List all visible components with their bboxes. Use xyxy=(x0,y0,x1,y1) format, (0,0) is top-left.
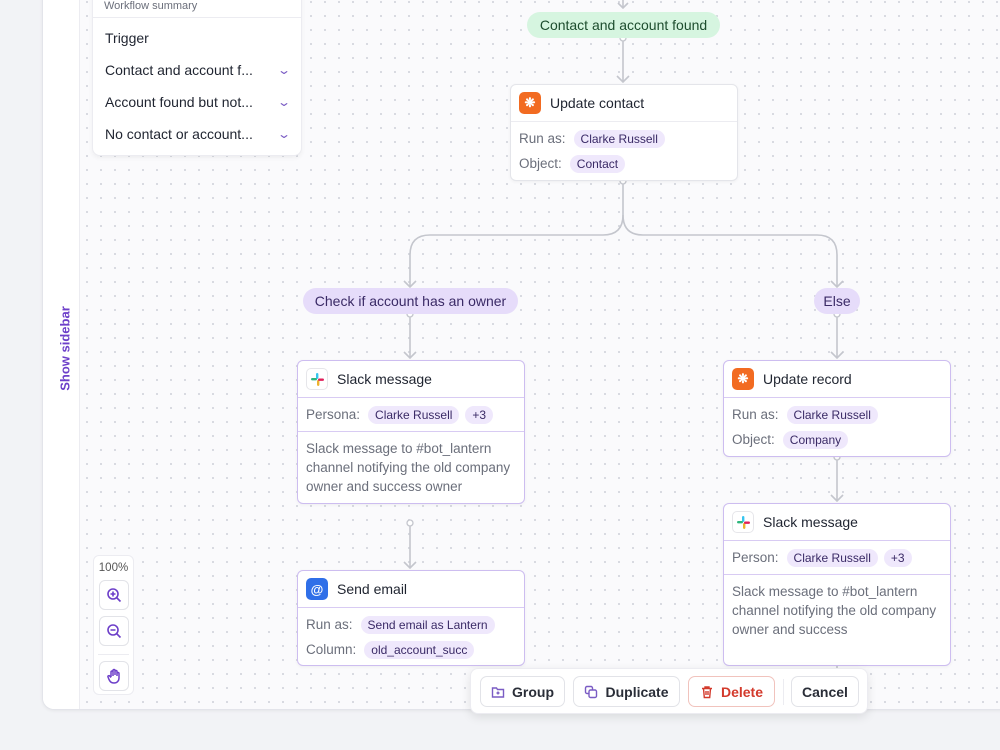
group-button[interactable]: Group xyxy=(480,676,565,707)
cancel-label: Cancel xyxy=(802,683,848,700)
folder-plus-icon xyxy=(491,686,505,698)
chevron-down-icon[interactable]: ⌄ xyxy=(276,127,292,141)
column-tag: old_account_succ xyxy=(364,640,475,659)
node-update-record[interactable]: ❋ Update record Run as: Clarke Russell Obj… xyxy=(723,360,951,457)
duplicate-icon xyxy=(585,685,598,698)
zoom-in-icon xyxy=(106,588,121,603)
run-as-tag: Send email as Lantern xyxy=(360,615,495,634)
arrow-icon xyxy=(403,561,417,570)
node-slack-message-right[interactable]: Slack message Person: Clarke Russell +3 Sl… xyxy=(723,503,951,666)
persona-label: Persona: xyxy=(306,407,361,422)
object-tag: Company xyxy=(782,430,849,449)
delete-label: Delete xyxy=(720,683,764,700)
hubspot-icon: ❋ xyxy=(519,92,541,114)
persona-tag: Clarke Russell xyxy=(368,405,460,424)
node-title: Send email xyxy=(337,581,408,597)
group-label: Group xyxy=(512,683,554,700)
divider xyxy=(783,679,784,705)
node-slack-message-left[interactable]: Slack message Persona: Clarke Russell +3 S… xyxy=(297,360,525,504)
hand-icon xyxy=(106,668,120,684)
chevron-down-icon[interactable]: ⌄ xyxy=(276,95,292,109)
summary-item-label: No contact or account... xyxy=(105,126,253,142)
run-as-label: Run as: xyxy=(732,407,779,422)
object-tag: Contact xyxy=(569,154,626,173)
duplicate-button[interactable]: Duplicate xyxy=(573,676,680,707)
summary-item-no-contact[interactable]: No contact or account... ⌄ xyxy=(93,118,301,150)
zoom-controls: 100% xyxy=(93,555,134,695)
trash-icon xyxy=(701,685,712,698)
summary-item-label: Account found but not... xyxy=(105,94,253,110)
summary-item-account-found[interactable]: Account found but not... ⌄ xyxy=(93,86,301,118)
arrow-icon xyxy=(830,494,844,503)
node-title: Update record xyxy=(763,371,852,387)
branch-else[interactable]: Else xyxy=(814,288,860,314)
person-label: Person: xyxy=(732,550,779,565)
arrow-icon xyxy=(830,280,844,289)
person-tag: Clarke Russell xyxy=(786,548,878,567)
email-at-icon: @ xyxy=(306,578,328,600)
zoom-level: 100% xyxy=(98,562,129,574)
zoom-in-button[interactable] xyxy=(98,580,129,610)
delete-button[interactable]: Delete xyxy=(688,676,775,707)
zoom-out-icon xyxy=(106,624,121,639)
branch-check-owner[interactable]: Check if account has an owner xyxy=(303,288,518,314)
summary-item-label: Trigger xyxy=(105,30,149,46)
run-as-tag: Clarke Russell xyxy=(786,405,878,424)
node-description: Slack message to #bot_lantern channel no… xyxy=(306,441,511,494)
divider xyxy=(98,654,129,655)
arrow-icon xyxy=(616,75,630,84)
object-label: Object: xyxy=(732,432,775,447)
more-tag: +3 xyxy=(465,405,494,424)
slack-icon xyxy=(732,511,754,533)
sidebar-strip: Show sidebar xyxy=(43,0,80,709)
arrow-icon xyxy=(403,351,417,360)
arrow-icon xyxy=(403,280,417,289)
chevron-down-icon[interactable]: ⌄ xyxy=(276,63,292,77)
cancel-button[interactable]: Cancel xyxy=(791,676,859,707)
node-title: Update contact xyxy=(550,95,645,111)
pan-hand-button[interactable] xyxy=(98,661,129,691)
node-update-contact[interactable]: ❋ Update contact Run as: Clarke Russell Ob… xyxy=(510,84,738,181)
node-title: Slack message xyxy=(763,514,858,530)
summary-item-trigger[interactable]: Trigger xyxy=(93,22,301,54)
duplicate-label: Duplicate xyxy=(605,683,669,700)
arrow-icon xyxy=(617,2,629,10)
hubspot-icon: ❋ xyxy=(732,368,754,390)
slack-icon xyxy=(306,368,328,390)
selection-action-bar: Group Duplicate Delete Cancel xyxy=(470,668,868,714)
summary-item-contact-account-found[interactable]: Contact and account f... ⌄ xyxy=(93,54,301,86)
branch-contact-account-found[interactable]: Contact and account found xyxy=(527,12,720,38)
connector xyxy=(622,214,838,287)
connector xyxy=(409,181,624,287)
object-label: Object: xyxy=(519,156,562,171)
run-as-label: Run as: xyxy=(306,617,353,632)
summary-item-label: Contact and account f... xyxy=(105,62,253,78)
summary-title: Workflow summary xyxy=(93,0,301,18)
node-send-email[interactable]: @ Send email Run as: Send email as Lantern… xyxy=(297,570,525,666)
column-label: Column: xyxy=(306,642,357,657)
workflow-summary-panel: Workflow summary Trigger Contact and acc… xyxy=(92,0,302,156)
arrow-icon xyxy=(830,351,844,360)
zoom-out-button[interactable] xyxy=(98,616,129,646)
run-as-label: Run as: xyxy=(519,131,566,146)
run-as-tag: Clarke Russell xyxy=(573,129,665,148)
node-description: Slack message to #bot_lantern channel no… xyxy=(732,584,937,637)
more-tag: +3 xyxy=(883,548,912,567)
node-title: Slack message xyxy=(337,371,432,387)
